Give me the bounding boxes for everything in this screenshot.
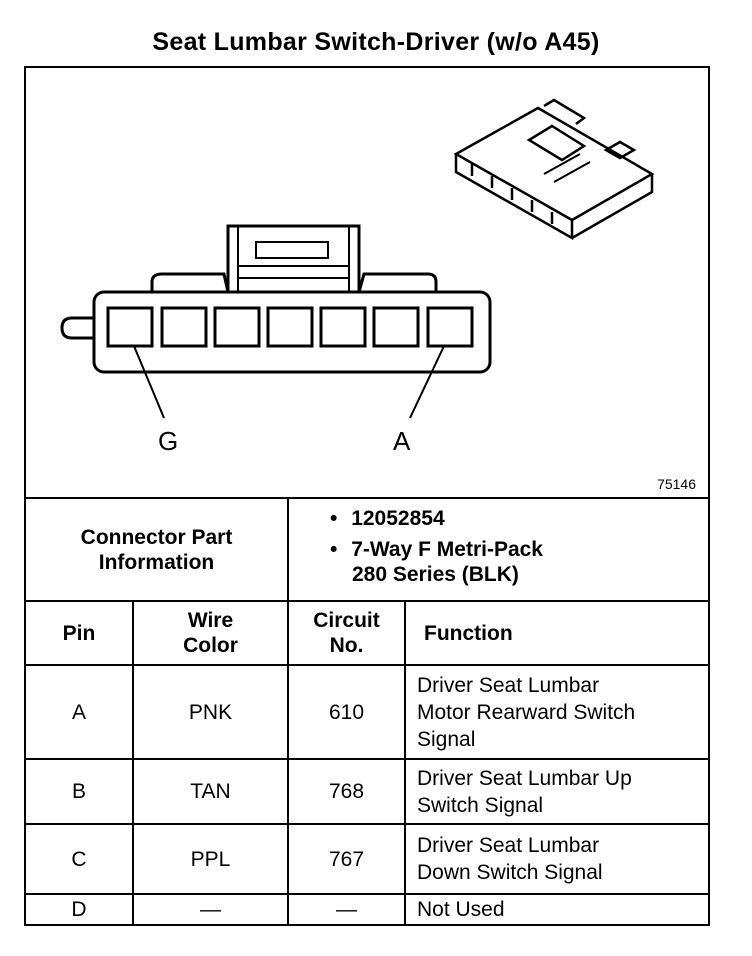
leader-line-a xyxy=(409,345,445,419)
divider xyxy=(24,893,710,895)
connector-info-label: Connector Part Information xyxy=(26,499,287,600)
header-wire-color-line2: Color xyxy=(183,634,238,657)
divider xyxy=(404,600,406,926)
row-d-wire-color: — xyxy=(200,898,221,921)
divider xyxy=(24,664,710,666)
divider xyxy=(132,600,134,926)
row-c-function-line: Down Switch Signal xyxy=(417,861,603,884)
connector-type-text: 7-Way F Metri-Pack xyxy=(351,538,543,561)
bullet-icon: • xyxy=(330,507,338,530)
cavity-e xyxy=(213,306,261,348)
row-b-circuit: 768 xyxy=(328,780,365,803)
row-c-function: Driver Seat Lumbar Down Switch Signal xyxy=(417,825,707,893)
header-function: Function xyxy=(424,621,513,645)
divider xyxy=(24,497,710,499)
divider xyxy=(24,758,710,760)
cavity-c xyxy=(319,306,367,348)
row-a-function-line: Driver Seat Lumbar xyxy=(417,673,600,697)
row-a-function: Driver Seat Lumbar Motor Rearward Switch… xyxy=(417,666,707,758)
header-wire-color: Wire Color xyxy=(134,602,287,664)
divider xyxy=(24,823,710,825)
cavity-f xyxy=(160,306,208,348)
row-b-pin: B xyxy=(71,780,86,803)
figure-number: 75146 xyxy=(657,476,696,492)
row-a-pin: A xyxy=(71,700,86,724)
part-number-text: 12052854 xyxy=(351,507,445,530)
pin-label-g: G xyxy=(158,426,179,456)
table-frame xyxy=(24,66,710,926)
leader-line-g xyxy=(133,345,165,419)
row-d-function: Not Used xyxy=(417,898,505,921)
row-c-function-line: Driver Seat Lumbar xyxy=(417,834,600,857)
header-pin: Pin xyxy=(62,621,96,645)
row-d-circuit: — xyxy=(336,898,357,921)
cavity-d xyxy=(266,306,314,348)
row-a-function-line: Motor Rearward Switch xyxy=(417,700,636,724)
connector-info-label-line2: Information xyxy=(98,550,215,574)
row-b-function: Driver Seat Lumbar Up Switch Signal xyxy=(417,760,707,823)
connector-drawing xyxy=(60,98,655,419)
page-title: Seat Lumbar Switch-Driver (w/o A45) xyxy=(152,28,600,56)
connector-3d-view xyxy=(453,98,655,241)
connector-info-label-line1: Connector Part xyxy=(80,525,233,549)
row-b-wire-color: TAN xyxy=(190,780,231,803)
connector-cavities xyxy=(106,306,474,348)
cavity-g xyxy=(106,306,154,348)
row-c-wire-color: PPL xyxy=(190,847,231,871)
row-a-circuit: 610 xyxy=(328,700,365,724)
connector-series-text: 280 Series (BLK) xyxy=(352,563,519,586)
connector-type: • 7-Way F Metri-Pack xyxy=(330,537,543,562)
connector-info-values: • 12052854 • 7-Way F Metri-Pack 280 Seri… xyxy=(330,506,706,596)
bullet-icon: • xyxy=(330,538,338,561)
row-a-wire-color: PNK xyxy=(188,700,233,724)
connector-part-number: • 12052854 xyxy=(330,506,445,531)
connector-illustration: G A 75146 xyxy=(24,66,710,498)
row-a-function-line: Signal xyxy=(417,727,476,751)
row-d-pin: D xyxy=(71,898,87,921)
row-c-circuit: 767 xyxy=(328,847,365,871)
header-circuit-line2: No. xyxy=(329,634,364,657)
divider xyxy=(24,600,710,602)
row-b-function-line: Switch Signal xyxy=(417,793,544,817)
header-wire-color-line1: Wire xyxy=(187,609,234,632)
cavity-b xyxy=(372,306,420,348)
header-circuit-no: Circuit No. xyxy=(289,602,404,664)
cavity-a xyxy=(426,306,474,348)
header-circuit-line1: Circuit xyxy=(313,609,380,632)
row-b-function-line: Driver Seat Lumbar Up xyxy=(417,766,632,790)
row-c-pin: C xyxy=(71,847,87,871)
pin-label-a: A xyxy=(393,426,411,456)
divider xyxy=(287,497,289,926)
